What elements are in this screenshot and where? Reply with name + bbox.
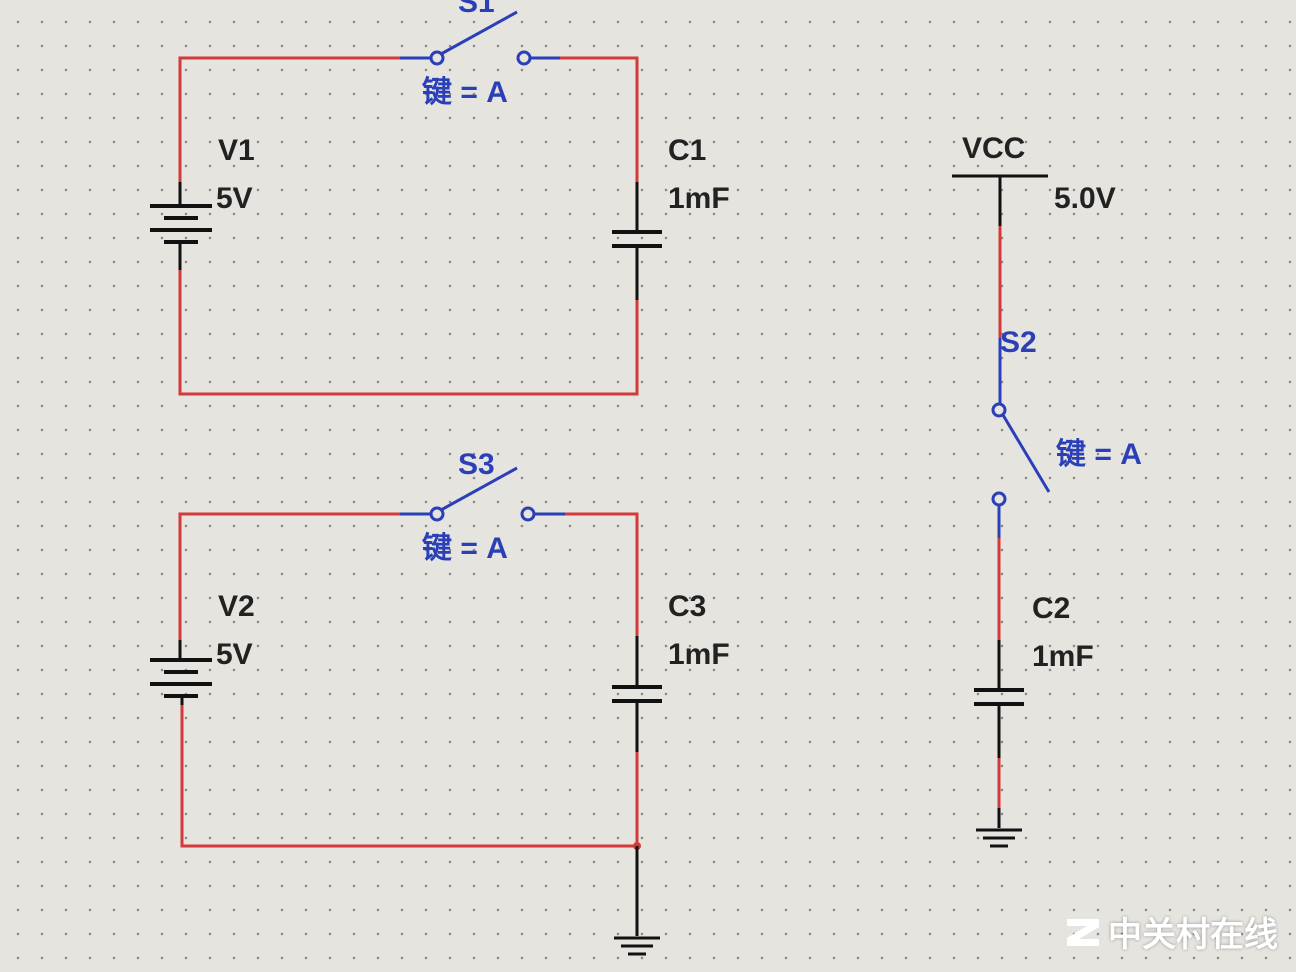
- circuit-2: V2 5V S3 键 = A C3 1mF: [150, 448, 730, 956]
- v2-value-label: 5V: [216, 638, 253, 671]
- switch-s2[interactable]: [991, 338, 1051, 538]
- c2-ref-label: C2: [1032, 592, 1070, 625]
- wire-v1-c1-bottom: [178, 270, 639, 396]
- c1-ref-label: C1: [668, 134, 706, 167]
- c3-value-label: 1mF: [668, 638, 730, 671]
- vcc-source[interactable]: [952, 174, 1048, 226]
- wire-v2-bottom: [180, 705, 637, 848]
- capacitor-c3[interactable]: [612, 636, 662, 752]
- v1-ref-label: V1: [218, 134, 255, 167]
- battery-v1[interactable]: [150, 182, 212, 270]
- watermark: 中关村在线: [1064, 907, 1278, 956]
- s3-ref-label: S3: [458, 448, 495, 481]
- wire-s1-c1: [560, 56, 639, 182]
- c1-value-label: 1mF: [668, 182, 730, 215]
- circuit-1: V1 5V S1 键 = A C1 1mF: [150, 0, 730, 396]
- c3-ref-label: C3: [668, 590, 706, 623]
- v2-ref-label: V2: [218, 590, 255, 623]
- wire-v2-s3: [178, 512, 400, 640]
- vcc-value-label: 5.0V: [1054, 182, 1116, 215]
- v1-value-label: 5V: [216, 182, 253, 215]
- ground-symbol-1: [614, 936, 660, 956]
- s3-key-label: 键 = A: [422, 532, 508, 565]
- watermark-text: 中关村在线: [1108, 915, 1278, 955]
- s1-ref-label: S1: [458, 0, 495, 19]
- capacitor-c2[interactable]: [974, 640, 1024, 758]
- vcc-ref-label: VCC: [962, 132, 1025, 165]
- battery-v2[interactable]: [150, 640, 212, 705]
- wire-v1-s1: [178, 56, 400, 182]
- capacitor-c1[interactable]: [612, 182, 662, 300]
- s2-ref-label: S2: [1000, 326, 1037, 359]
- zol-logo-icon: [1067, 918, 1099, 946]
- switch-s1[interactable]: [400, 10, 560, 66]
- ground-symbol-2: [976, 828, 1022, 848]
- s1-key-label: 键 = A: [422, 76, 508, 109]
- switch-s3[interactable]: [400, 466, 565, 522]
- circuit-3: VCC 5.0V S2 键 = A C2 1mF: [952, 132, 1142, 848]
- c2-value-label: 1mF: [1032, 640, 1094, 673]
- wire-s3-c3: [565, 512, 639, 636]
- s2-key-label: 键 = A: [1056, 438, 1142, 471]
